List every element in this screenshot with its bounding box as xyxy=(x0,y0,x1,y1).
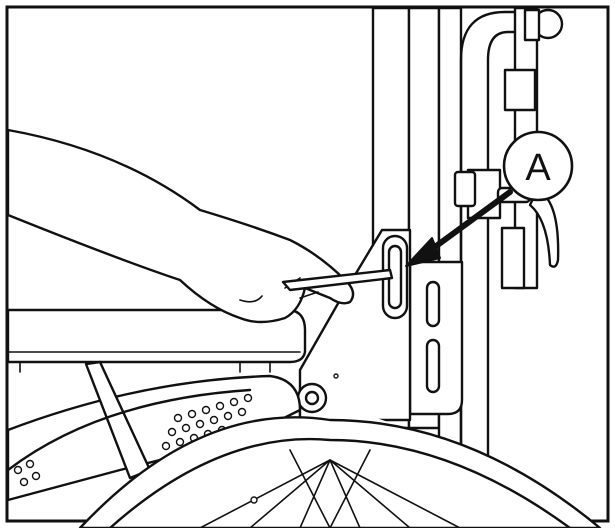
push-handle-tube xyxy=(453,10,532,502)
axle-adjustment-plate xyxy=(408,260,464,416)
callout-a: A xyxy=(502,130,574,202)
seat-cushion xyxy=(6,308,307,373)
callout-circle xyxy=(502,130,574,202)
callout-arrow xyxy=(405,189,513,267)
callout-label: A xyxy=(525,147,551,189)
rear-wheel xyxy=(78,416,602,528)
hand-pulling-lever xyxy=(6,128,394,324)
